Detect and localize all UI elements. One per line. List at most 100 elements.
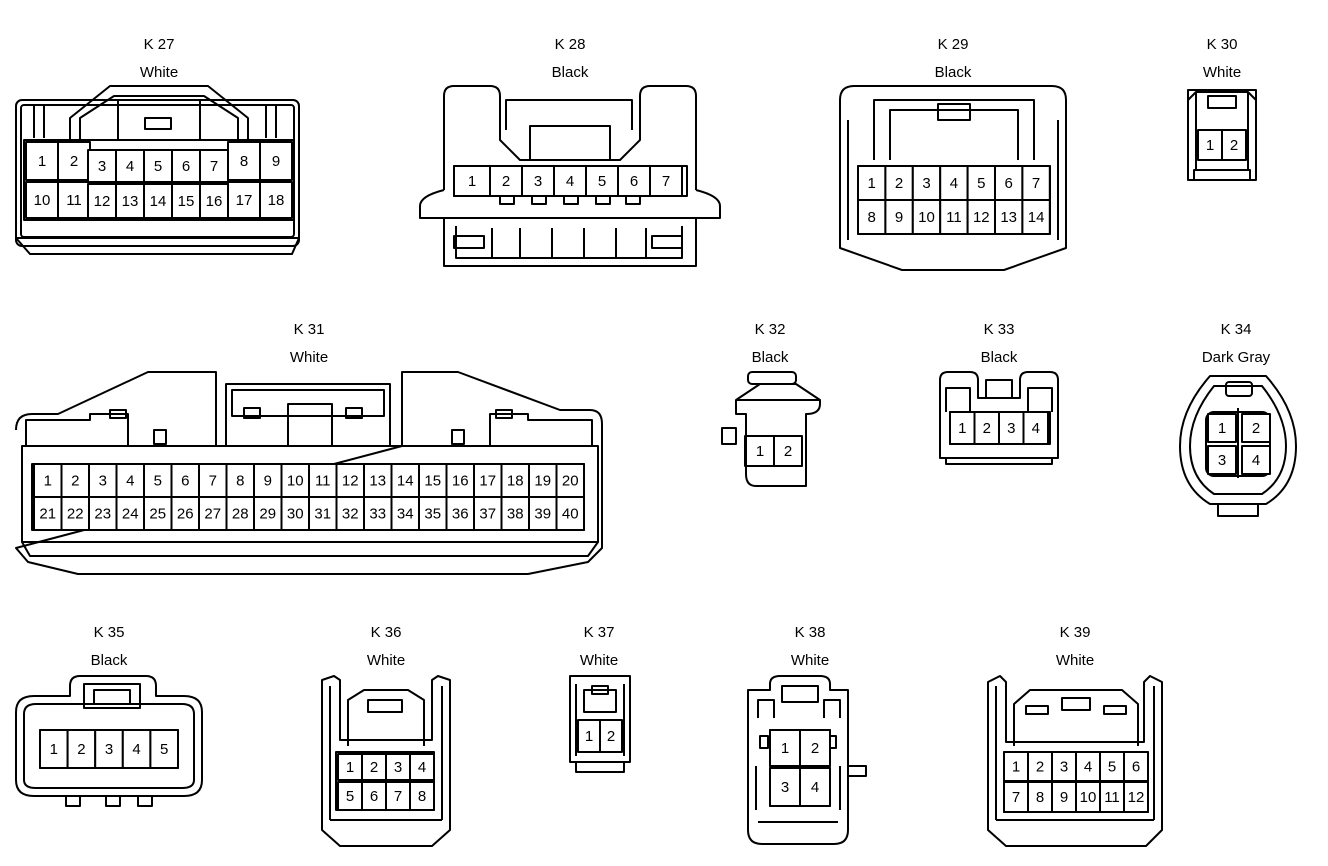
k31-pin-cell [500, 496, 530, 531]
k34-pin-1: 1 [1218, 420, 1226, 437]
k31-pin-24: 24 [122, 506, 139, 523]
k37-housing [569, 675, 631, 773]
k34-pin-4: 4 [1252, 452, 1260, 469]
k27-id: K 27 [143, 36, 175, 53]
k28-housing [419, 85, 721, 267]
k39-pin-cell [1027, 781, 1053, 813]
k29-pin-3: 3 [922, 175, 930, 192]
k31-pin-27: 27 [204, 506, 221, 523]
k32-pin-cell [745, 435, 775, 467]
k35-pin-3: 3 [105, 741, 113, 758]
k27-pin-cell [87, 183, 117, 219]
k36-pin-cell [385, 781, 411, 811]
k35-pin-2: 2 [77, 741, 85, 758]
k31-pin-35: 35 [424, 506, 441, 523]
k31-pin-cell [253, 463, 283, 498]
k39-pin-cell [1099, 781, 1125, 813]
k31-pin-cell [33, 463, 63, 498]
k28-pin-2: 2 [502, 173, 510, 190]
k30-pin-cell [1197, 129, 1223, 161]
k30-pin-1: 1 [1206, 137, 1214, 154]
k37-pin-1: 1 [585, 728, 593, 745]
k34-pin-cell [1207, 413, 1237, 443]
k36-pin-6: 6 [370, 788, 378, 805]
k33-pin-4: 4 [1032, 420, 1040, 437]
k31-id: K 31 [293, 321, 325, 338]
k33-pin-3: 3 [1007, 420, 1015, 437]
k27-pin-cell [259, 181, 293, 219]
k33-pin-cell [973, 411, 1000, 445]
k36-pin-cell [409, 753, 435, 781]
k36-pin-7: 7 [394, 788, 402, 805]
k31-pin-11: 11 [315, 473, 331, 490]
k31-pin-32: 32 [342, 506, 359, 523]
k28-pin-3: 3 [534, 173, 542, 190]
k36-pin-8: 8 [418, 788, 426, 805]
k38-pin-1: 1 [781, 740, 789, 757]
k29-pin-cell [857, 165, 887, 201]
k29-pin-5: 5 [977, 175, 985, 192]
k32-pin-1: 1 [756, 443, 764, 460]
k37-pin-2: 2 [607, 728, 615, 745]
k29-pin-11: 11 [946, 209, 962, 226]
k29-pin-7: 7 [1032, 175, 1040, 192]
k31-pin-cell [280, 496, 310, 531]
k30-id: K 30 [1206, 36, 1238, 53]
k39-pin-6: 6 [1132, 759, 1140, 776]
k39-pin-7: 7 [1012, 789, 1020, 806]
k31-pin-33: 33 [369, 506, 386, 523]
k31-pin-15: 15 [424, 473, 441, 490]
k31-pin-cell [555, 496, 585, 531]
k28-pin-cell [649, 165, 683, 197]
k39-pin-3: 3 [1060, 759, 1068, 776]
k29-housing [839, 85, 1067, 271]
k31-pin-28: 28 [232, 506, 249, 523]
k35-pin-1: 1 [50, 741, 58, 758]
k38-pin-2: 2 [811, 740, 819, 757]
k31-pin-14: 14 [397, 473, 414, 490]
k27-pin-11: 11 [66, 192, 82, 209]
k34-pin-cell [1241, 445, 1271, 475]
k27-color: White [139, 64, 179, 81]
k31-pin-38: 38 [507, 506, 524, 523]
k29-pin-10: 10 [918, 209, 935, 226]
k27-pin-9: 9 [272, 153, 280, 170]
k39-pin-4: 4 [1084, 759, 1092, 776]
k39-pin-9: 9 [1060, 789, 1068, 806]
k34-pin-3: 3 [1218, 452, 1226, 469]
k31-pin-10: 10 [287, 473, 304, 490]
k27-pin-15: 15 [178, 193, 195, 210]
k34-pin-2: 2 [1252, 420, 1260, 437]
k32-pin-cell [773, 435, 803, 467]
k31-pin-cell [473, 496, 503, 531]
k33-pin-1: 1 [958, 420, 966, 437]
k29-pin-cell [939, 165, 969, 201]
k36-pin-4: 4 [418, 759, 426, 776]
k27-pin-1: 1 [38, 153, 46, 170]
k39-pin-cell [1123, 781, 1149, 813]
k32-color: Black [751, 349, 789, 366]
k27-pin-7: 7 [210, 158, 218, 175]
k29-pin-cell [1021, 165, 1051, 201]
k34-color: Dark Gray [1201, 349, 1271, 366]
k31-pin-22: 22 [67, 506, 84, 523]
k36-pin-1: 1 [346, 759, 354, 776]
k27-pin-cell [199, 183, 229, 219]
k29-pin-1: 1 [868, 175, 876, 192]
k38-pin-cell [769, 767, 801, 807]
k27-pin-6: 6 [182, 158, 190, 175]
k31-pin-23: 23 [94, 506, 111, 523]
k29-pin-6: 6 [1005, 175, 1013, 192]
k31-pin-16: 16 [452, 473, 469, 490]
k32-id: K 32 [754, 321, 786, 338]
k29-pin-cell [911, 199, 942, 235]
k28-pin-5: 5 [598, 173, 606, 190]
k28-pin-4: 4 [566, 173, 574, 190]
k28-pin-cell [489, 165, 523, 197]
k30-pin-cell [1221, 129, 1247, 161]
k31-pin-19: 19 [534, 473, 551, 490]
k31-pin-9: 9 [264, 473, 272, 490]
k30-housing [1187, 89, 1257, 181]
k33-pin-cell [1022, 411, 1049, 445]
